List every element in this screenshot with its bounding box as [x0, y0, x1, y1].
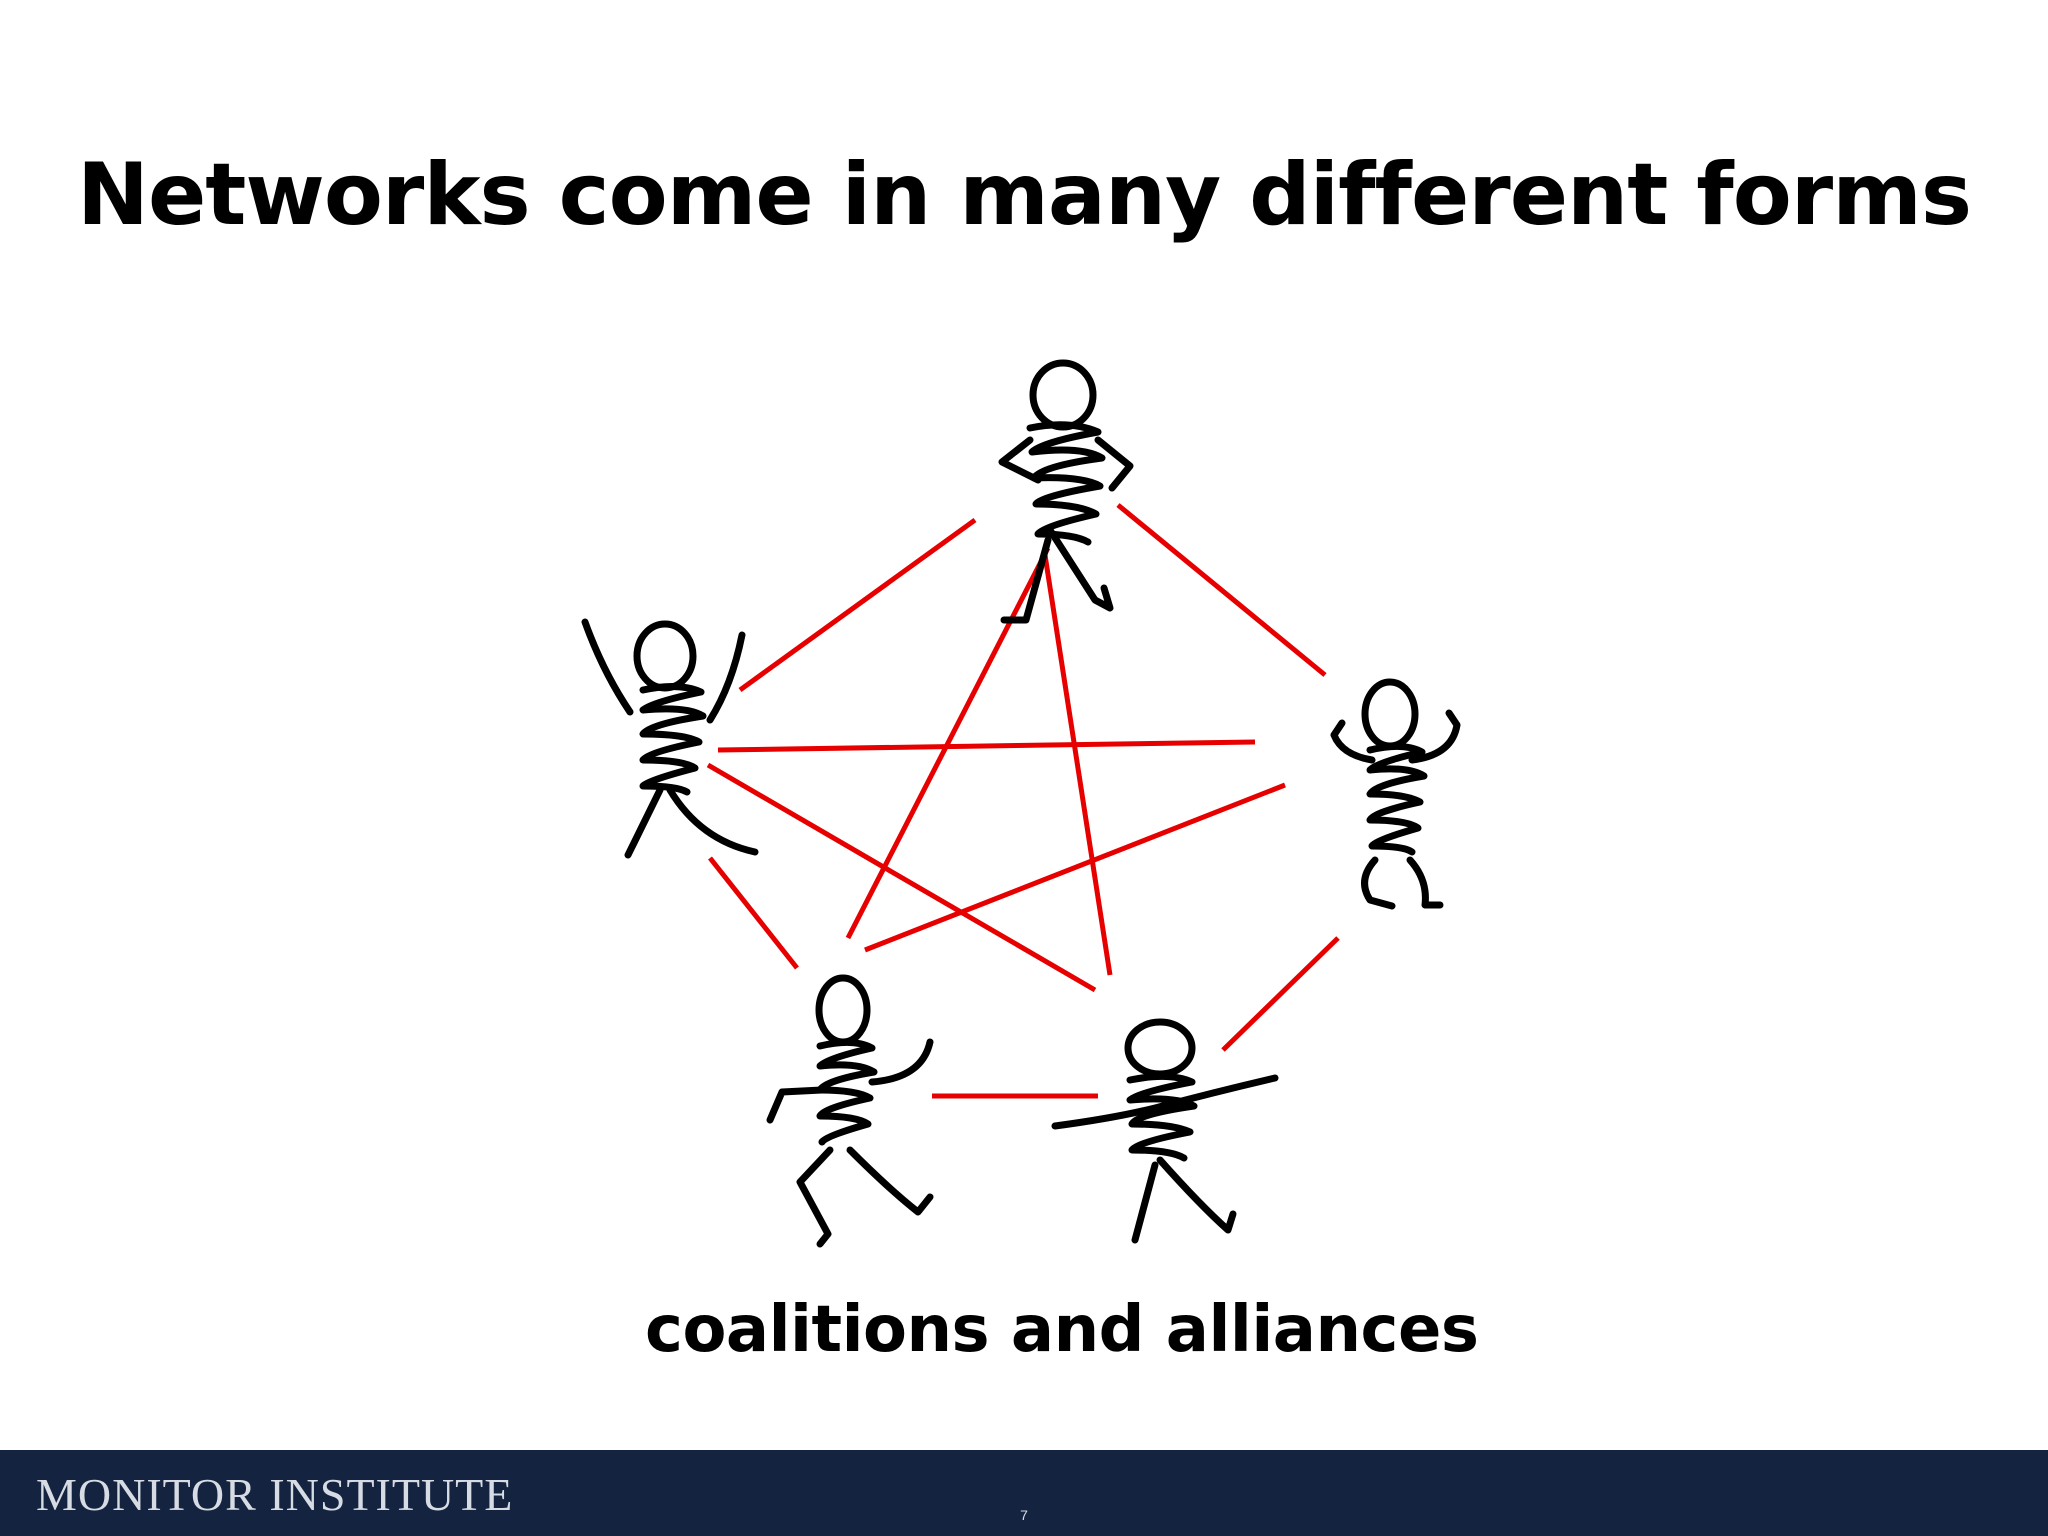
- link-left-bottomright: [706, 762, 1097, 993]
- connection-lines: [706, 503, 1340, 1099]
- figure-top: [998, 359, 1134, 624]
- slide-caption: coalitions and alliances: [645, 1293, 1479, 1367]
- link-right-bottomleft: [864, 782, 1286, 953]
- figure-right: [1330, 678, 1461, 910]
- figure-bottom-right: [1051, 1018, 1279, 1244]
- link-top-left: [738, 517, 977, 693]
- link-top-bottomleft: [845, 546, 1051, 940]
- link-right-bottomright: [1221, 936, 1340, 1052]
- figure-left: [581, 618, 759, 859]
- footer-bar: MONITOR INSTITUTE 7: [0, 1450, 2048, 1536]
- link-left-bottomleft: [708, 856, 799, 970]
- link-top-bottomright: [1042, 554, 1113, 976]
- figure-bottom-left: [766, 974, 934, 1248]
- link-left-right: [717, 739, 1256, 753]
- slide-title: Networks come in many different forms: [76, 145, 1972, 245]
- page-number: 7: [1020, 1507, 1028, 1523]
- monitor-institute-logo: MONITOR INSTITUTE: [36, 1469, 514, 1520]
- link-top-right: [1116, 503, 1327, 677]
